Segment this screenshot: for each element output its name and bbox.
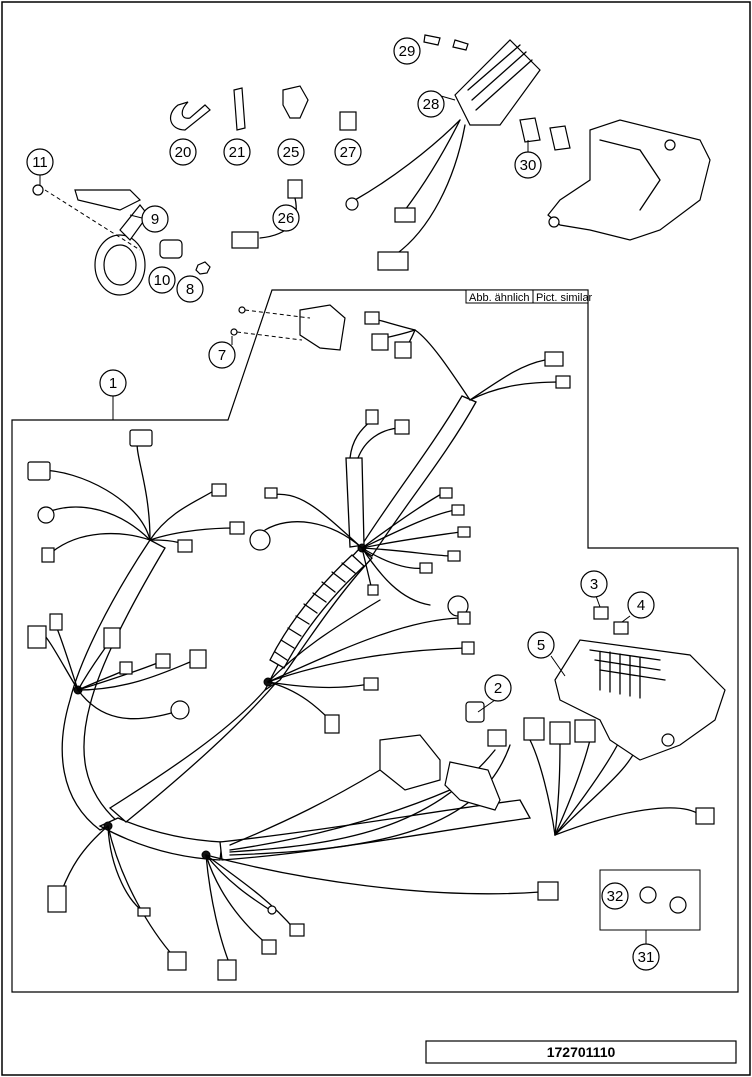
regulator-part-28: [345, 39, 541, 271]
callout-2-label: 2: [494, 680, 502, 697]
main-harness: [39, 317, 701, 966]
callout-2: 2: [484, 674, 512, 702]
callout-21: 21: [223, 138, 251, 166]
cap-part-2: [465, 701, 485, 723]
callout-27-label: 27: [340, 144, 357, 161]
callout-8-label: 8: [186, 281, 194, 298]
clip-part-30a: [519, 117, 541, 143]
clip-set-box: [599, 869, 701, 945]
fuse-part-3: [593, 606, 609, 620]
fuse-part-4: [613, 621, 629, 635]
sheath-center-lower: [108, 677, 281, 823]
callout-25-label: 25: [283, 144, 300, 161]
sheath-center-upper: [359, 395, 477, 557]
callout-5: 5: [527, 631, 555, 659]
callout-3: 3: [580, 570, 608, 598]
grommet-part-10: [159, 239, 183, 259]
callout-30: 30: [514, 151, 542, 179]
harness-connectors: [27, 311, 715, 981]
sheath-upper-branch: [345, 457, 365, 548]
callout-1-label: 1: [109, 375, 117, 392]
callout-25: 25: [277, 138, 305, 166]
horn-part-9: [32, 184, 149, 296]
document-number: 172701110: [547, 1044, 616, 1060]
callout-28: 28: [417, 90, 445, 118]
callout-7: 7: [208, 341, 236, 369]
callout-3-label: 3: [590, 576, 598, 593]
callout-30-label: 30: [520, 157, 537, 174]
callout-20: 20: [169, 138, 197, 166]
callout-1: 1: [99, 369, 127, 397]
callout-7-label: 7: [218, 347, 226, 364]
bracket-part-7: [230, 304, 346, 351]
callout-9: 9: [141, 205, 169, 233]
picture-similar-tag: Abb. ähnlich Pict. similar: [465, 289, 593, 304]
callout-11-label: 11: [32, 154, 48, 171]
callout-9-label: 9: [151, 211, 159, 228]
callout-31-label: 31: [638, 949, 655, 966]
callout-11: 11: [26, 148, 54, 176]
nut-part-8: [195, 261, 211, 275]
callout-26-label: 26: [278, 210, 295, 227]
callout-21-label: 21: [229, 144, 246, 161]
clip-part-30b: [549, 125, 571, 151]
callout-10-label: 10: [154, 272, 171, 289]
callout-28-label: 28: [423, 96, 440, 113]
screw-part-29b: [452, 39, 469, 51]
relay-part-27: [339, 111, 357, 131]
spiral-section: [269, 554, 365, 669]
strap-part-21: [233, 87, 246, 131]
callout-32: 32: [601, 882, 629, 910]
adapter-cable-part-26: [231, 179, 303, 249]
screw-part-29a: [423, 34, 441, 46]
callout-8: 8: [176, 275, 204, 303]
relay-part-25: [282, 85, 309, 119]
document-number-box: 172701110: [425, 1040, 737, 1064]
callout-32-label: 32: [607, 888, 624, 905]
callout-31: 31: [632, 943, 660, 971]
callout-29: 29: [393, 37, 421, 65]
pict-similar-label: Pict. similar: [536, 292, 593, 304]
callout-4: 4: [627, 591, 655, 619]
abb-aehnlich-label: Abb. ähnlich: [469, 292, 530, 304]
cable-tie-part-20: [169, 101, 211, 131]
frame-bracket: [547, 119, 711, 241]
harness-frame: [11, 289, 739, 993]
fuse-box: [554, 639, 726, 761]
callout-10: 10: [148, 266, 176, 294]
callout-20-label: 20: [175, 144, 192, 161]
callout-27: 27: [334, 138, 362, 166]
callout-29-label: 29: [399, 43, 416, 60]
callout-26: 26: [272, 204, 300, 232]
callout-4-label: 4: [637, 597, 645, 614]
callout-5-label: 5: [537, 637, 545, 654]
